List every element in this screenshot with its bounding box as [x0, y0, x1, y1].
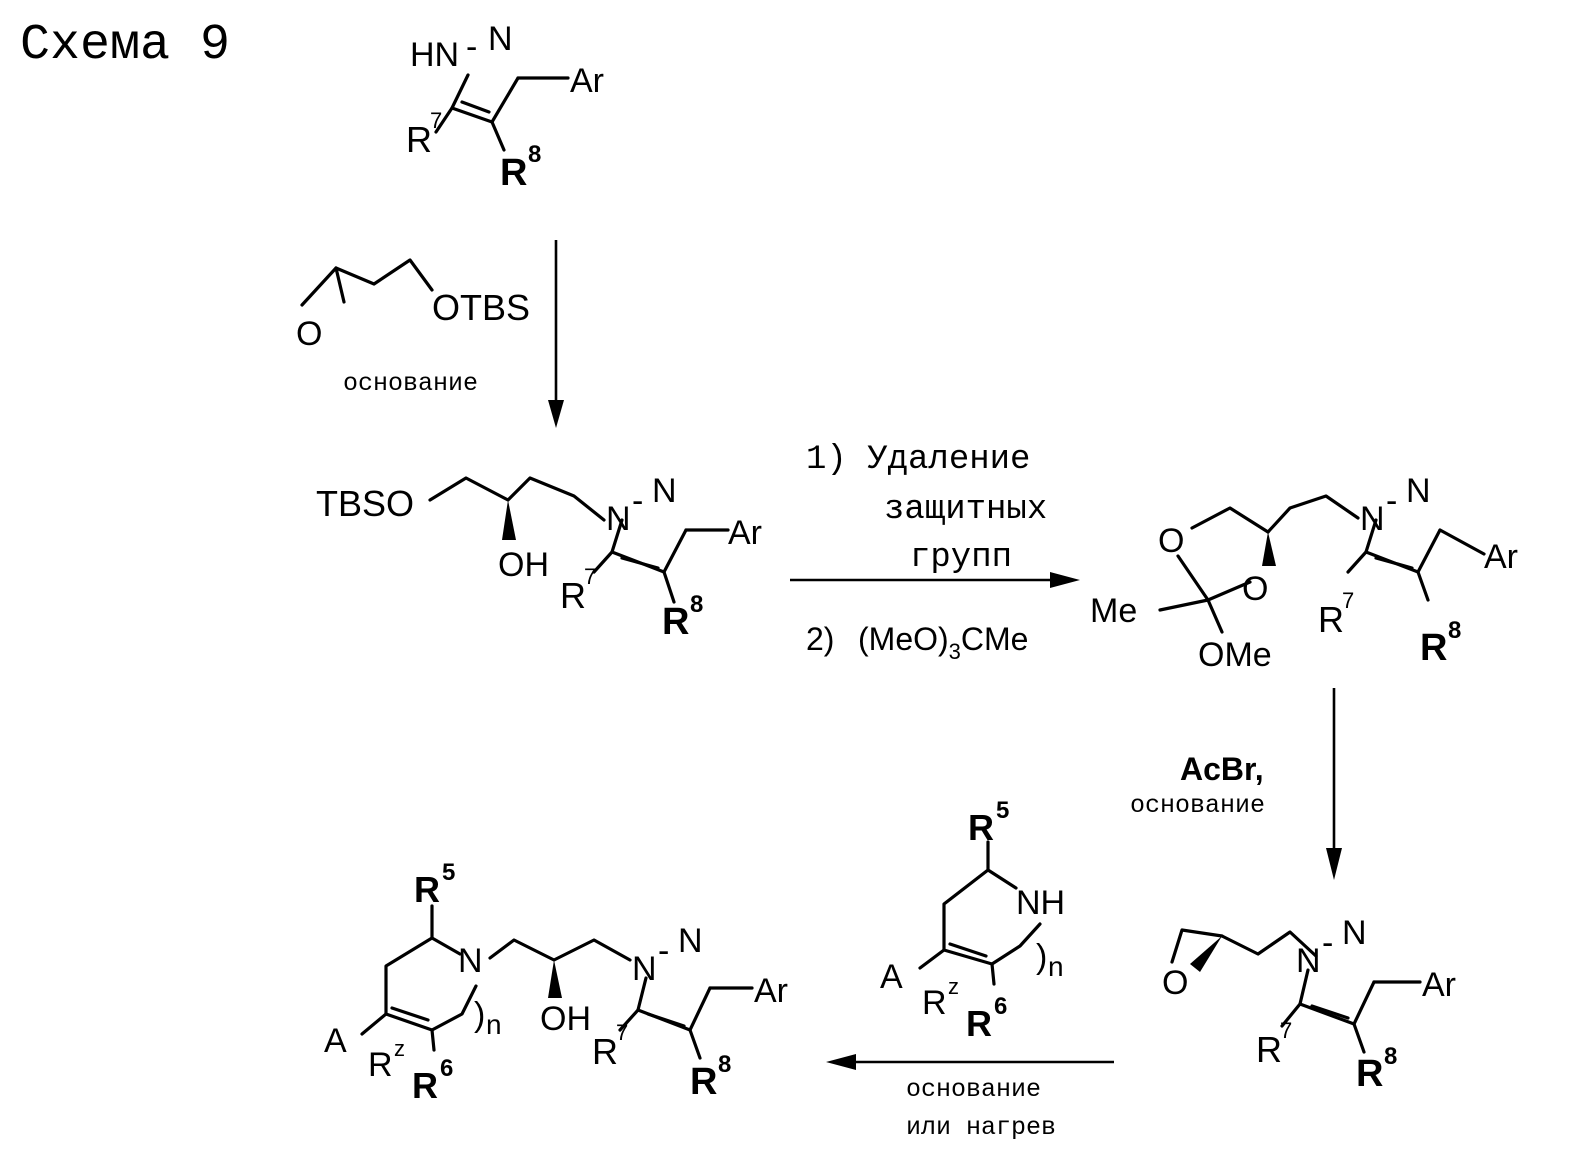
reagent-label: OTBS: [432, 287, 530, 328]
epoxide-otbs-reagent: O OTBS основание: [296, 260, 530, 398]
atom-label: NH: [1016, 884, 1065, 922]
atom-label: R: [368, 1046, 393, 1084]
atom-label: O: [1242, 570, 1268, 608]
atom-label: N: [652, 472, 677, 510]
superscript: 7: [1280, 1018, 1292, 1043]
step2-condition-line3: групп: [910, 539, 1012, 577]
atom-label: Ar: [728, 514, 762, 552]
ring-index: n: [486, 1009, 502, 1040]
atom-label: R: [1356, 1053, 1383, 1095]
superscript: 5: [442, 859, 455, 886]
superscript: 6: [440, 1055, 453, 1082]
cyclic-amine-reagent: R 5 NH ) n A R z R 6: [880, 797, 1065, 1044]
superscript: z: [948, 974, 959, 999]
atom-label: R: [560, 575, 586, 616]
step2-condition-num: 2): [806, 621, 834, 657]
atom-label: R: [662, 601, 689, 643]
step2-condition-reagent: (MeO)3CMe: [858, 621, 1028, 664]
superscript: 8: [1448, 617, 1461, 644]
atom-label: R: [414, 869, 440, 910]
bond-dash: -: [658, 932, 669, 970]
atom-label: N: [1360, 500, 1385, 538]
atom-label: Ar: [1484, 538, 1518, 576]
arrow-step-1: [548, 240, 564, 428]
silyl-ether-alcohol-intermediate: TBSO OH N - N Ar R 7 R 8: [316, 472, 762, 643]
atom-label: OH: [498, 546, 549, 584]
atom-label: O: [1162, 964, 1188, 1002]
superscript: 8: [690, 591, 703, 618]
atom-label: R: [592, 1031, 618, 1072]
atom-label: HN: [410, 36, 459, 74]
atom-label: Ar: [754, 972, 788, 1010]
atom-label: R: [1420, 627, 1447, 669]
atom-label: R: [1256, 1029, 1282, 1070]
atom-label: R: [1318, 599, 1344, 640]
epoxide-pyrazole-intermediate: O N - N Ar R 7 R 8: [1162, 914, 1456, 1095]
step2-condition-line1: 1) Удаление: [806, 441, 1030, 479]
atom-label: N: [1342, 914, 1367, 952]
bond-dash: -: [466, 28, 477, 66]
atom-label: OH: [540, 1000, 591, 1038]
atom-label: OMe: [1198, 636, 1272, 674]
atom-label: N: [1406, 472, 1431, 510]
atom-label: R: [412, 1065, 438, 1106]
bond-dash: -: [1322, 924, 1333, 962]
step4-condition-line1: основание: [906, 1075, 1041, 1104]
atom-label: N: [606, 500, 631, 538]
arrow-step-2: 1) Удаление защитных групп 2) (MeO)3CMe: [790, 441, 1080, 664]
superscript: 7: [584, 564, 596, 589]
final-product: R 5 N ) n A R z R 6 OH N - N Ar R 7 R 8: [324, 859, 788, 1106]
atom-label: N: [458, 942, 483, 980]
ring-bracket: ): [474, 996, 485, 1034]
orthoester-intermediate: O O Me OMe N - N Ar R 7 R 8: [1090, 472, 1518, 674]
atom-label: R: [690, 1061, 717, 1103]
superscript: 8: [1384, 1043, 1397, 1070]
atom-label: O: [1158, 522, 1184, 560]
atom-label: Ar: [1422, 966, 1456, 1004]
scheme-title: Схема 9: [20, 17, 230, 74]
superscript: 7: [616, 1020, 628, 1045]
atom-label: R: [922, 984, 947, 1022]
atom-label: R: [500, 152, 527, 194]
atom-label: N: [678, 922, 703, 960]
superscript: z: [394, 1036, 405, 1061]
step1-condition: основание: [343, 369, 478, 398]
step3-condition: основание: [1130, 791, 1265, 820]
atom-label: R: [406, 119, 432, 160]
atom-label: Me: [1090, 592, 1137, 630]
superscript: 5: [996, 797, 1009, 824]
superscript: 8: [528, 141, 541, 168]
step3-reagent: AcBr,: [1180, 751, 1264, 787]
atom-label: O: [296, 315, 322, 353]
arrow-step-3: AcBr, основание: [1130, 688, 1342, 880]
atom-label: N: [632, 950, 657, 988]
step4-condition-line2: или нагрев: [906, 1113, 1056, 1142]
superscript: 7: [1342, 588, 1354, 613]
atom-label: N: [1296, 942, 1321, 980]
pyrazole-starting-material: HN - N Ar R 7 R 8: [406, 20, 604, 194]
atom-label: R: [968, 807, 994, 848]
superscript: 7: [430, 108, 442, 133]
atom-label: TBSO: [316, 483, 414, 524]
step2-condition-line2: защитных: [884, 491, 1047, 529]
arrow-step-4: основание или нагрев: [826, 1054, 1114, 1142]
bond-dash: -: [632, 482, 643, 520]
superscript: 6: [994, 993, 1007, 1020]
ring-bracket: ): [1036, 938, 1047, 976]
atom-label: N: [488, 20, 513, 58]
superscript: 8: [718, 1051, 731, 1078]
ring-index: n: [1048, 951, 1064, 982]
atom-label: A: [324, 1022, 347, 1060]
bond-dash: -: [1386, 482, 1397, 520]
atom-label: A: [880, 958, 903, 996]
atom-label: R: [966, 1003, 992, 1044]
atom-label: Ar: [570, 62, 604, 100]
